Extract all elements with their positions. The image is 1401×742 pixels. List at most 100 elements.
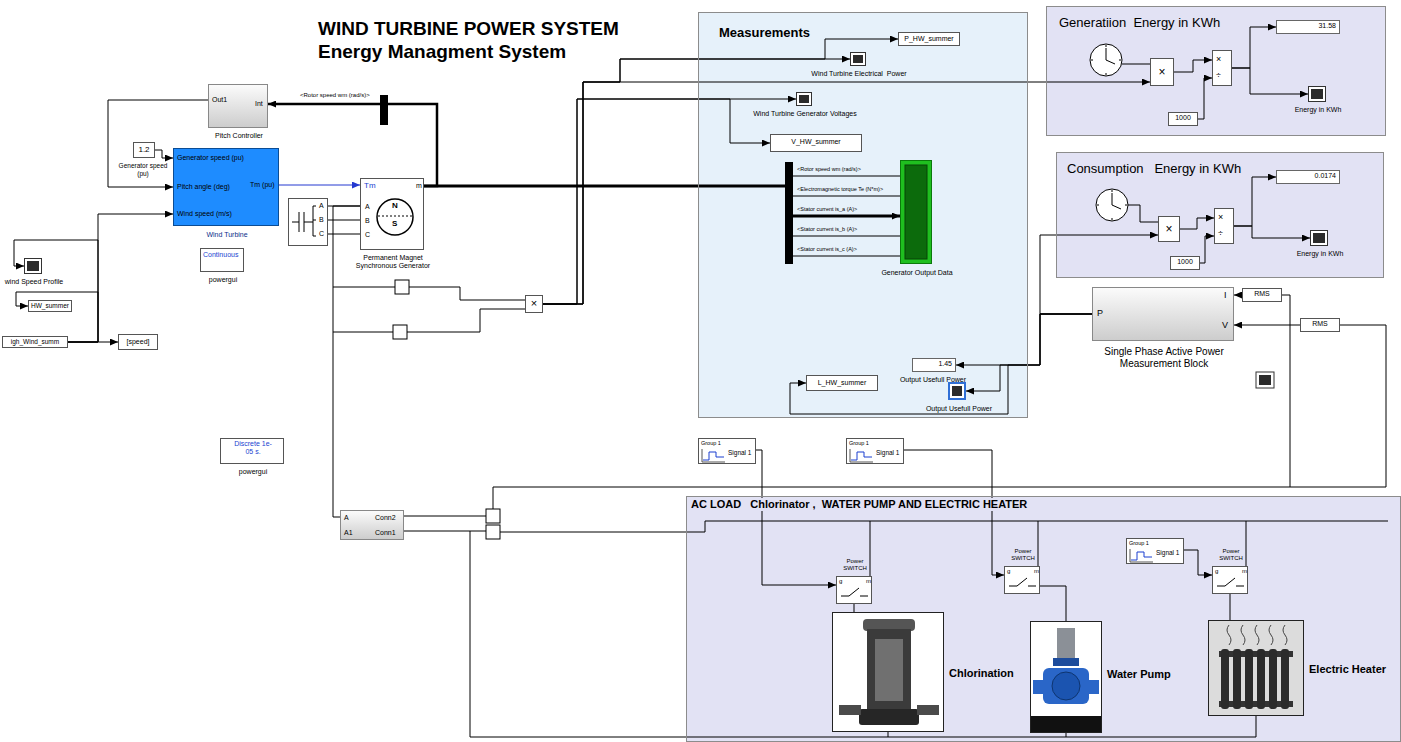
signal-line (1232, 27, 1276, 68)
block-text: V (1222, 320, 1228, 331)
block-text: × (526, 297, 542, 310)
sum-block (486, 509, 500, 523)
panel-fill (686, 496, 1401, 742)
signal-line (543, 39, 898, 304)
energy-panel: Consumption Energy in KWh×1000×÷0.0174En… (1056, 152, 1384, 278)
signal-line (543, 82, 1150, 304)
display-block: 1.45Output Usefull Power (912, 358, 956, 372)
signal-builder-block: Group 1Signal 1 (846, 438, 904, 464)
block-text: m (416, 182, 422, 190)
panel-heading: Measurements (717, 25, 812, 41)
block-name: Generator speed (pu) (115, 162, 171, 178)
block-text: 1000 (1171, 258, 1199, 266)
signal-line (1040, 586, 1066, 621)
to-workspace-block: V_HW_summer (770, 134, 862, 152)
block-text: Generator speed (pu) (177, 154, 244, 162)
panel-fill (1046, 6, 1386, 136)
bus-selector (380, 95, 388, 125)
divide-block: ×÷ (1214, 208, 1234, 244)
sum-block (486, 525, 500, 539)
signal-line (966, 314, 1092, 391)
block-text: Int (255, 100, 263, 108)
signal-line (756, 450, 836, 585)
panel-fill (1056, 152, 1384, 278)
signal-line (543, 99, 770, 304)
wire (333, 287, 395, 288)
block-text: Pitch angle (deg) (177, 183, 230, 191)
to-workspace-block: HW_summer (28, 300, 72, 312)
scope-icon (1256, 372, 1274, 388)
sum-block (393, 325, 407, 339)
signal-line (543, 99, 796, 304)
scope-block: Energy in KWh (1308, 86, 1326, 102)
signal-line (854, 604, 855, 612)
block-text: g (1007, 568, 1010, 575)
subsystem-block: AA1Conn2Conn1 (340, 510, 404, 540)
scope-block: Wind Turbine Generator Voltages (796, 92, 812, 106)
product-block: × (1158, 216, 1180, 242)
signal-line (1200, 236, 1214, 263)
wire (470, 531, 1256, 737)
block-text: g (839, 578, 842, 585)
signal-builder-block: Group 1Signal 1 (698, 438, 756, 464)
scope-block: Output Usefull Power (948, 382, 966, 400)
wire (1278, 295, 1290, 487)
block-text: g (1215, 568, 1218, 575)
display-block: 31.58 (1276, 20, 1340, 34)
to-workspace-block: L_HW_summer (806, 375, 878, 391)
block-text: B (319, 216, 324, 224)
block-text: Discrete 1e-05 s. (231, 440, 275, 457)
block-text: L_HW_summer (807, 379, 877, 387)
block-text: [speed] (119, 338, 157, 346)
block-text: × (1218, 212, 1223, 223)
image-caption: Electric Heater (1309, 663, 1386, 676)
block-icon (1209, 621, 1303, 715)
scope-screen (1259, 375, 1271, 385)
clock-icon (1096, 189, 1128, 221)
block-icon (1031, 622, 1101, 732)
block-text: Continuous (203, 251, 238, 259)
block-text: × (1151, 65, 1173, 79)
block-text: ÷ (1216, 70, 1221, 81)
wire (493, 325, 1386, 509)
block-name: wind Speed Profile (5, 278, 63, 286)
block-icon (901, 161, 931, 263)
block-name: Power SWITCH (1213, 548, 1249, 562)
block-text: × (1159, 222, 1179, 236)
power-switch: Power SWITCHgm (1212, 566, 1248, 594)
rms-block: RMS (1242, 288, 1282, 302)
measurements-panel: MeasurementsP_HW_summerWind Turbine Elec… (698, 12, 1028, 418)
block-text: Conn1 (375, 529, 396, 537)
block-text: Conn2 (375, 514, 396, 522)
signal-line (1234, 295, 1242, 296)
scope-block: Wind Turbine Electrical Power (850, 52, 866, 66)
block-text: Tm (364, 181, 376, 191)
block-name: powergui (209, 276, 237, 284)
signal-line (16, 292, 98, 342)
signal-line (1232, 68, 1308, 94)
product-block: × (1150, 58, 1174, 86)
display-block: 0.0174 (1276, 170, 1340, 184)
signal-line (1184, 550, 1212, 575)
block-text: ÷ (1218, 228, 1223, 239)
block-text: A1 (344, 529, 353, 537)
signal-line (904, 450, 1004, 575)
wire (870, 521, 1246, 576)
clock-hands (1097, 190, 1127, 220)
powergui-block: Discrete 1e-05 s.powergui (220, 438, 284, 464)
block-text: Group 1 (1129, 540, 1149, 547)
block-name: Wind Turbine (206, 231, 247, 239)
signal-line (333, 206, 360, 517)
block-name: Wind Turbine Electrical Power (811, 70, 906, 78)
image-caption: Water Pump (1107, 668, 1171, 681)
block-text: A (319, 202, 324, 210)
goto-block: [speed] (118, 334, 158, 350)
signal-name: <Rotor speed wm (rad/s)> (797, 166, 861, 173)
diagram-title: WIND TURBINE POWER SYSTEM Energy Managme… (318, 18, 678, 64)
wire (409, 287, 525, 300)
wire (404, 531, 486, 532)
panel-heading: Generatiion Energy in KWh (1057, 15, 1222, 31)
block-text: igh_Wind_summ (3, 338, 67, 346)
generator-block: TmABCmNSPermanent Magnet Synchronous Gen… (360, 178, 424, 250)
signal-name: <Stator current is_c (A)> (797, 246, 857, 253)
